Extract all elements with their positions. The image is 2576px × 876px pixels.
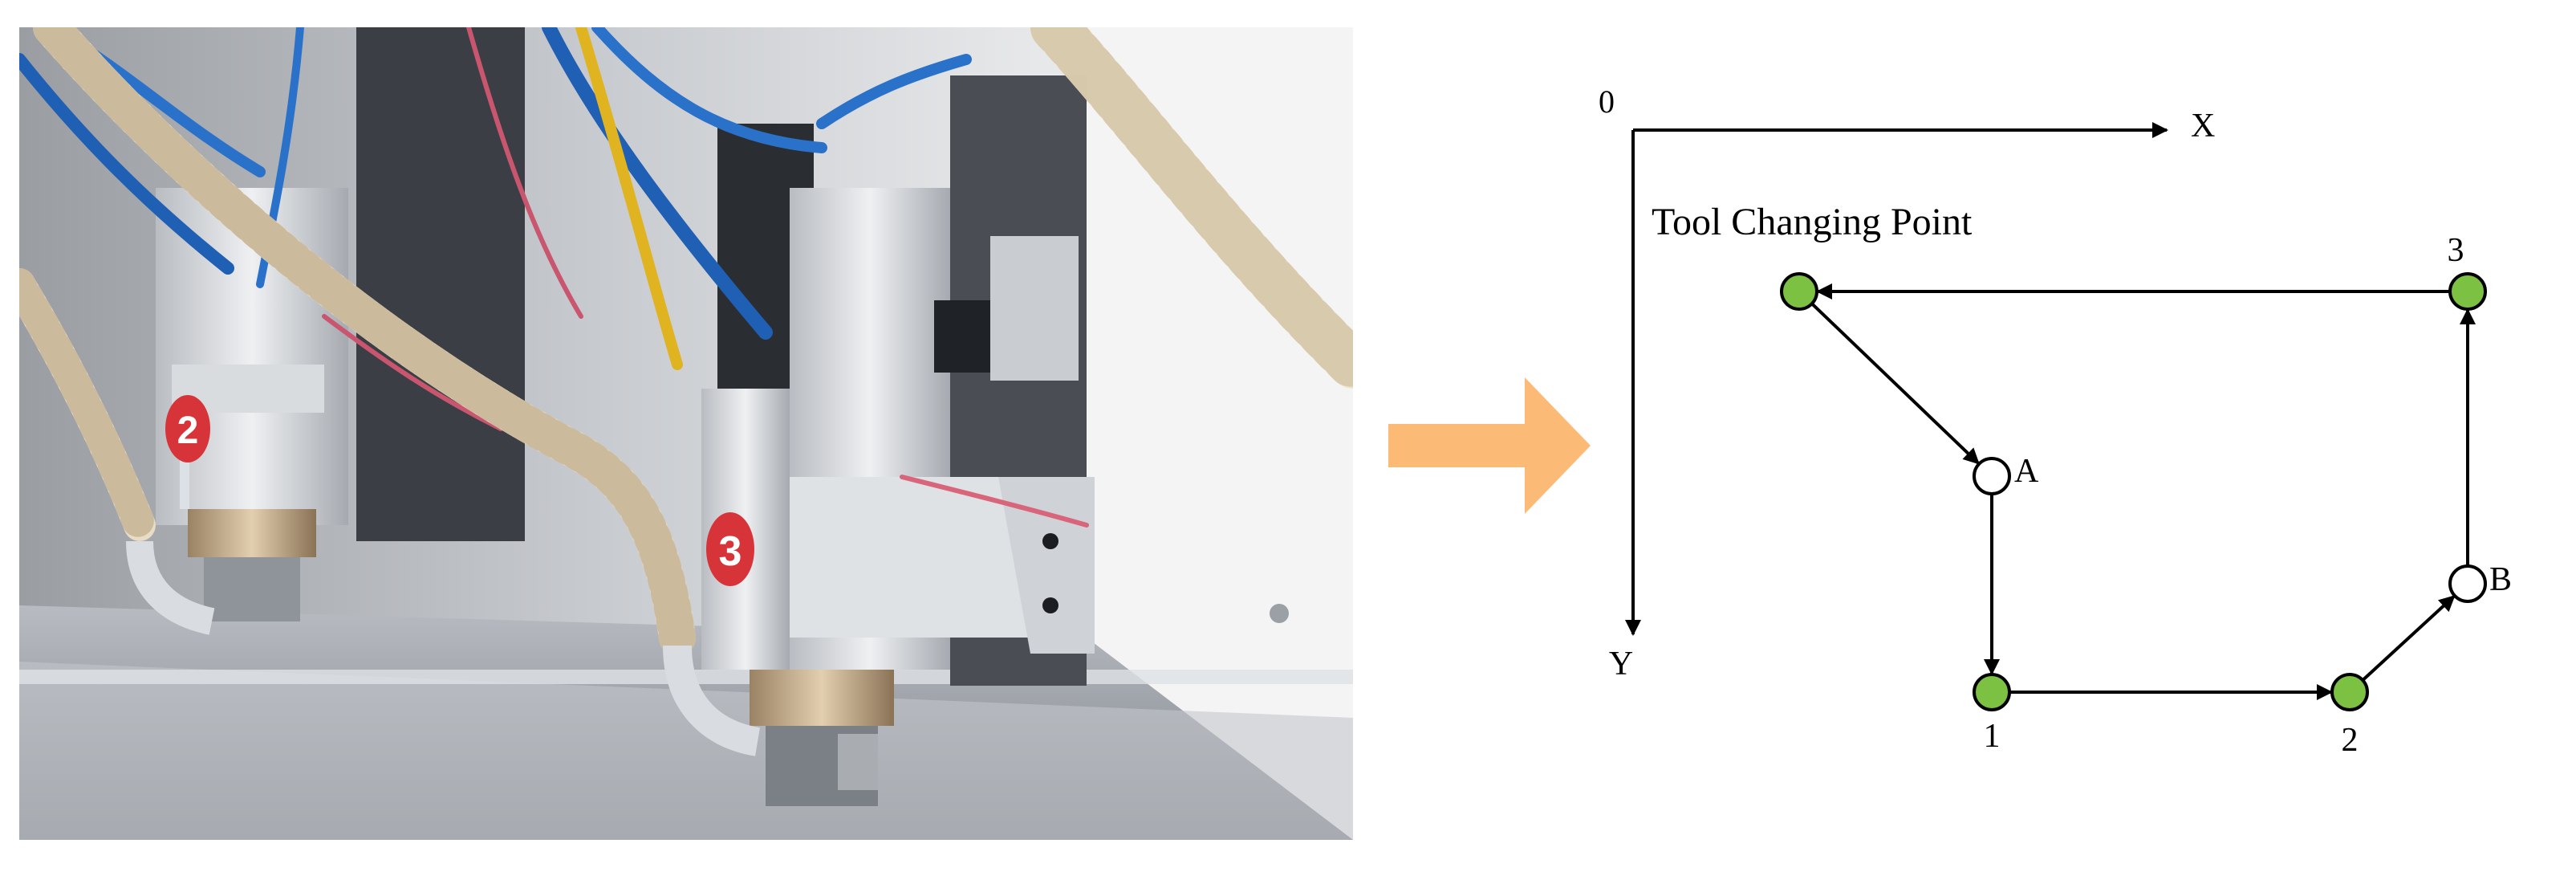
point-label-a: A [2014, 453, 2039, 490]
point-label-1: 1 [1984, 718, 2001, 755]
toolpath-points: A 1 2 B 3 [1780, 232, 2512, 759]
point-b [2448, 564, 2487, 603]
origin-label: 0 [1599, 84, 1615, 120]
machine-photo-illustration: 2 3 [19, 27, 1353, 840]
point-label-b: B [2489, 561, 2512, 598]
toolpath-segments [1810, 283, 2476, 700]
y-axis-label: Y [1609, 646, 1633, 682]
tool-change-label: Tool Changing Point [1652, 201, 1973, 243]
tool-badge-2 [165, 395, 210, 462]
x-axis-label: X [2191, 108, 2215, 145]
transition-arrow-icon [1388, 377, 1591, 514]
tool-badge-3-label: 3 [719, 528, 742, 575]
point-3 [2448, 272, 2487, 311]
tool-badge-3 [706, 512, 754, 586]
point-1 [1973, 673, 2011, 711]
path-segment-2-to-B [2361, 595, 2456, 682]
point-label-2: 2 [2342, 722, 2359, 759]
point-a [1973, 457, 2011, 495]
toolpath-diagram: 0 X Y Tool Changing Point A 1 2 B 3 [1599, 84, 2512, 759]
machine-photo: 2 3 [19, 27, 1353, 840]
point-2 [2330, 673, 2369, 711]
tool-badge-2-label: 2 [177, 409, 199, 452]
path-segment-tcp-to-A [1810, 302, 1980, 465]
point-tcp [1780, 272, 1818, 311]
point-label-3: 3 [2448, 232, 2464, 269]
